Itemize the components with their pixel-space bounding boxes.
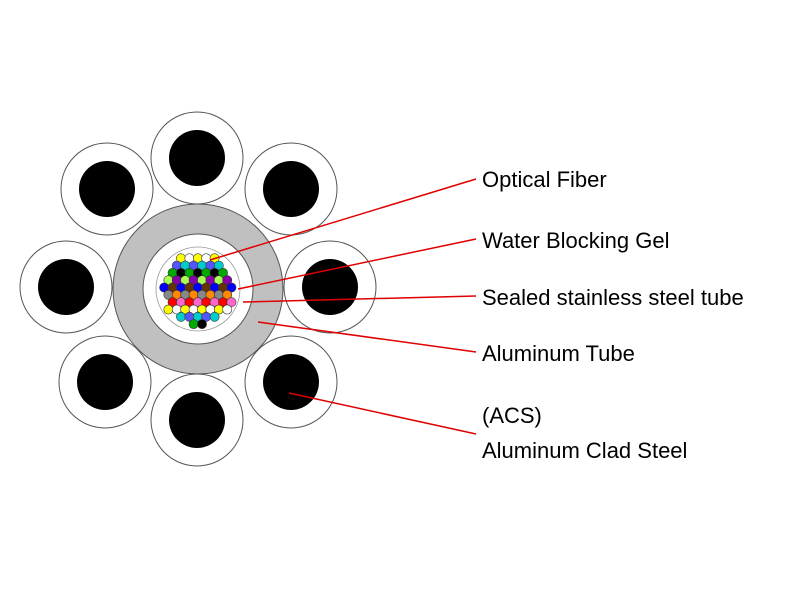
- leader-line-acs: [288, 392, 477, 435]
- leader-lines: [209, 178, 477, 435]
- acs-strands: [19, 111, 377, 467]
- label-sealed-stainless-steel-tube: Sealed stainless steel tube: [482, 285, 744, 310]
- label-aluminum-tube: Aluminum Tube: [482, 341, 635, 366]
- acs-strand: [60, 142, 154, 236]
- optical-fiber: [176, 311, 186, 322]
- optical-fibers: [159, 253, 237, 329]
- leader-line-water-blocking-gel: [237, 238, 477, 290]
- acs-strand: [283, 240, 377, 334]
- acs-strand: [244, 142, 338, 236]
- optical-fiber: [209, 311, 220, 322]
- leader-line-aluminum-tube: [257, 321, 477, 353]
- label-aluminum-clad-steel: Aluminum Clad Steel: [482, 438, 687, 463]
- optical-fiber: [226, 297, 237, 308]
- optical-fiber: [222, 275, 233, 286]
- acs-strand: [19, 240, 113, 334]
- leader-line-optical-fiber: [209, 178, 477, 261]
- optical-fiber: [188, 319, 199, 329]
- optical-fiber: [163, 304, 174, 315]
- optical-fiber: [213, 260, 224, 271]
- optical-fiber: [197, 319, 207, 329]
- label-acs-abbrev: (ACS): [482, 403, 542, 428]
- acs-strand: [244, 335, 338, 429]
- label-optical-fiber: Optical Fiber: [482, 167, 607, 192]
- leader-line-sealed-tube: [242, 295, 477, 303]
- acs-strand: [150, 373, 244, 467]
- optical-fiber: [218, 267, 228, 278]
- acs-strand: [150, 111, 244, 205]
- optical-fiber: [222, 304, 233, 315]
- acs-strand: [58, 335, 152, 429]
- optical-fiber: [222, 289, 233, 300]
- optical-fiber: [226, 282, 237, 293]
- label-water-blocking-gel: Water Blocking Gel: [482, 228, 669, 253]
